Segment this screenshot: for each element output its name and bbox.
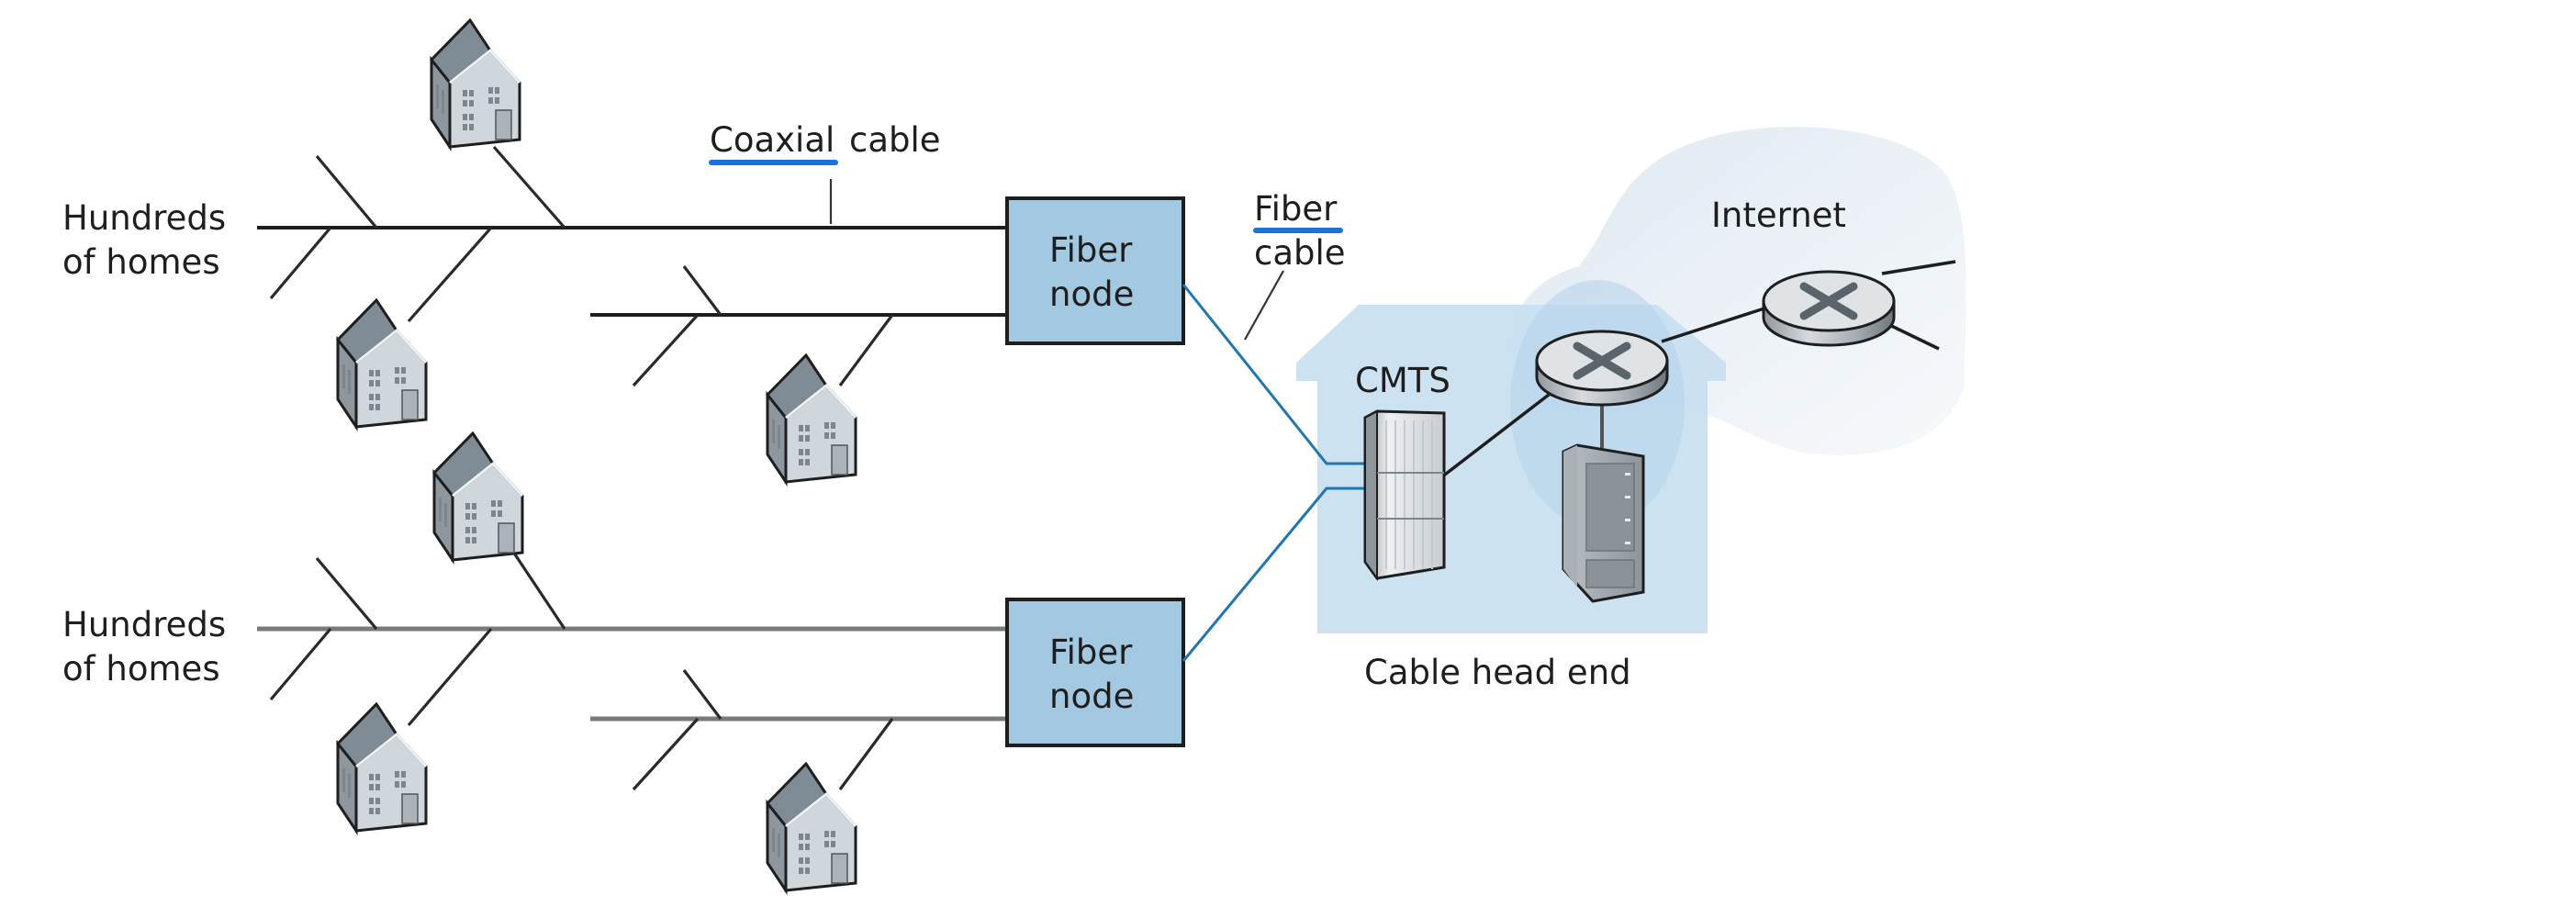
homes-label-bottom-line2: of homes [62, 649, 220, 688]
fiber-cable-bottom [1182, 487, 1365, 662]
cable-head-end-label: Cable head end [1364, 653, 1631, 692]
house-icon [766, 353, 857, 484]
fiber-node-bottom [1005, 598, 1185, 747]
fiber-node-bottom-label-line2: node [1049, 677, 1134, 716]
fiber-label: Fiber [1254, 189, 1338, 229]
upper-neighborhood [257, 18, 1007, 484]
cmts-label: CMTS [1355, 361, 1450, 400]
router-icon [1537, 331, 1667, 405]
homes-label-bottom-line1: Hundreds [62, 605, 226, 644]
router-router-link [1661, 306, 1768, 343]
house-icon [336, 298, 428, 429]
cmts-rack-icon [1363, 409, 1446, 582]
router-icon [1764, 272, 1894, 345]
cmts-router-link [1439, 384, 1562, 479]
internet-link-a [1881, 260, 1956, 275]
fiber-node-top [1005, 196, 1185, 345]
fiber-cable-top [1182, 284, 1365, 465]
homes-label-top-line2: of homes [62, 242, 220, 282]
fiber-node-top-label-line2: node [1049, 274, 1134, 314]
house-icon [432, 431, 524, 562]
coaxial-label: Coaxial [710, 120, 834, 160]
fiber-node-top-label-line1: Fiber [1049, 230, 1133, 270]
fiber-label-leader [1244, 270, 1284, 341]
server-icon [1562, 443, 1645, 603]
house-icon [766, 762, 857, 892]
coax-cable-label: cable [849, 120, 941, 160]
house-icon [430, 18, 521, 149]
fiber-cable-label: cable [1254, 233, 1346, 273]
homes-label-top-line1: Hundreds [62, 198, 226, 238]
house-icon [336, 702, 428, 833]
internet-label: Internet [1711, 196, 1846, 235]
lower-neighborhood [257, 431, 1007, 892]
fiber-node-bottom-label-line1: Fiber [1049, 633, 1133, 672]
